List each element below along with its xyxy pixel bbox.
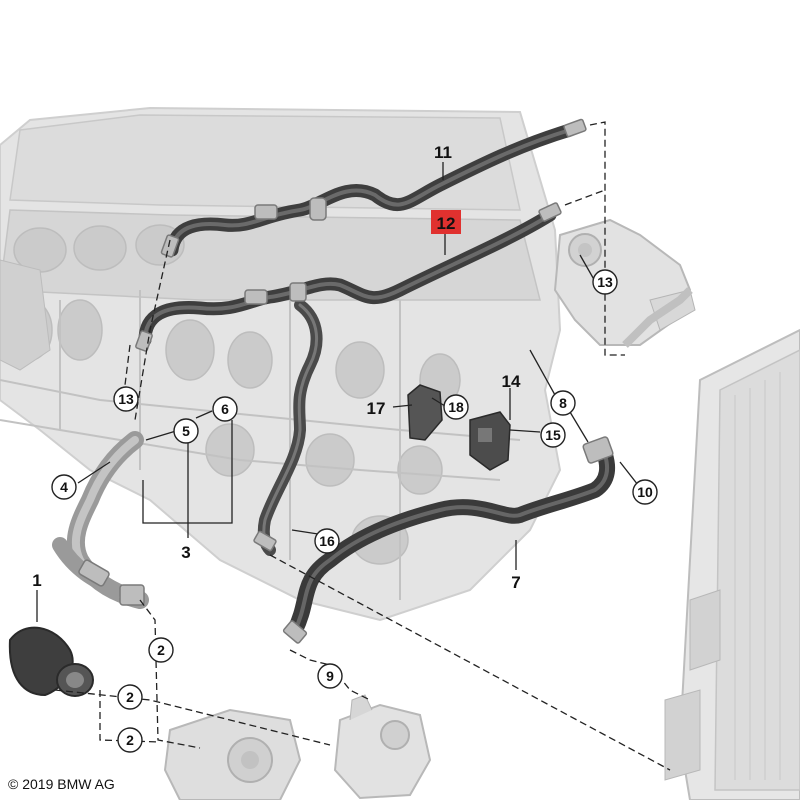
callout-9: 9 bbox=[326, 668, 334, 684]
bracket-14 bbox=[469, 411, 511, 471]
circled-callout-labels: 13 13 18 6 5 8 15 10 4 16 2 2 2 9 bbox=[60, 274, 653, 748]
callout-8: 8 bbox=[559, 395, 567, 411]
callout-5: 5 bbox=[182, 423, 190, 439]
callout-16: 16 bbox=[319, 533, 335, 549]
callout-2-b: 2 bbox=[126, 689, 134, 705]
callout-17: 17 bbox=[367, 399, 386, 418]
engine-block bbox=[0, 106, 562, 622]
callout-2-a: 2 bbox=[157, 642, 165, 658]
hose-clamps bbox=[78, 118, 614, 644]
callout-labels: 11 12 14 17 3 7 1 bbox=[32, 143, 521, 592]
callout-3: 3 bbox=[181, 543, 190, 562]
callout-13-top: 13 bbox=[597, 274, 613, 290]
radiator bbox=[664, 328, 800, 800]
callout-2-c: 2 bbox=[126, 732, 134, 748]
callout-10: 10 bbox=[637, 484, 653, 500]
callout-12: 12 bbox=[437, 214, 456, 233]
copyright-notice: © 2019 BMW AG bbox=[8, 776, 115, 792]
callout-15: 15 bbox=[545, 427, 561, 443]
callout-18: 18 bbox=[448, 399, 464, 415]
leader-lines bbox=[36, 162, 639, 622]
thermostat-housing bbox=[553, 218, 696, 348]
callout-6: 6 bbox=[221, 401, 229, 417]
circled-callouts bbox=[51, 269, 658, 753]
highlight-box-12 bbox=[431, 210, 461, 234]
callout-13-left: 13 bbox=[118, 391, 134, 407]
callout-4: 4 bbox=[60, 479, 68, 495]
water-pump bbox=[163, 694, 432, 800]
reference-lines bbox=[54, 121, 671, 771]
callout-11: 11 bbox=[434, 143, 452, 162]
hose-part-1 bbox=[8, 626, 94, 697]
callout-7: 7 bbox=[511, 573, 520, 592]
hoses bbox=[52, 123, 616, 638]
callout-1: 1 bbox=[32, 571, 41, 590]
callout-14: 14 bbox=[502, 372, 521, 391]
